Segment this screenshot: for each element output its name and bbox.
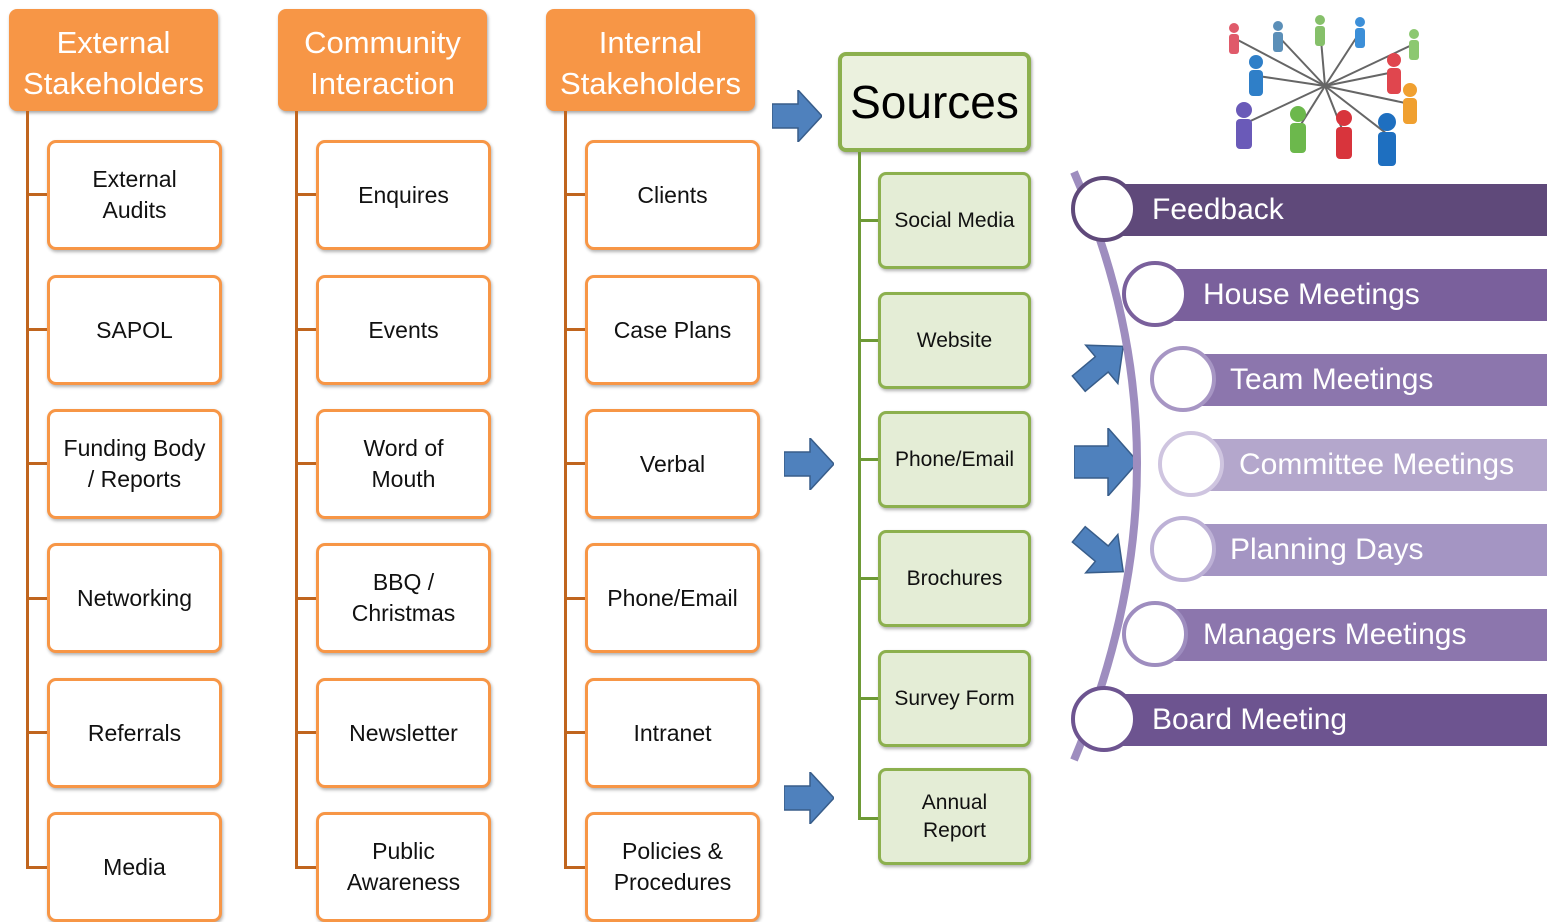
meeting-bar-planning-days: Planning Days bbox=[1184, 524, 1547, 576]
meeting-marker bbox=[1122, 601, 1188, 667]
connector-line bbox=[26, 193, 47, 196]
connector-line bbox=[564, 328, 585, 331]
node-newsletter: Newsletter bbox=[316, 678, 491, 788]
node-external-audits: External Audits bbox=[47, 140, 222, 250]
connector-line bbox=[858, 339, 878, 342]
connector-line bbox=[858, 697, 878, 700]
arrow-down-right-icon bbox=[1071, 525, 1125, 574]
connector-line bbox=[564, 462, 585, 465]
node-clients: Clients bbox=[585, 140, 760, 250]
connector-line bbox=[295, 193, 316, 196]
meeting-bar-team-meetings: Team Meetings bbox=[1184, 354, 1547, 406]
meeting-marker bbox=[1150, 516, 1216, 582]
source-phone-email: Phone/Email bbox=[878, 411, 1031, 508]
node-public-awareness: Public Awareness bbox=[316, 812, 491, 922]
connector-line bbox=[26, 328, 47, 331]
meeting-label: Team Meetings bbox=[1230, 363, 1434, 396]
node-policies-procedures: Policies & Procedures bbox=[585, 812, 760, 922]
connector-line bbox=[26, 866, 47, 869]
people-network-icon bbox=[1229, 15, 1419, 166]
connector-line bbox=[858, 458, 878, 461]
connector-line bbox=[295, 328, 316, 331]
meeting-bar-house-meetings: House Meetings bbox=[1156, 269, 1547, 321]
connector-line bbox=[26, 597, 47, 600]
column-header-community-interaction: Community Interaction bbox=[278, 9, 487, 111]
source-website: Website bbox=[878, 292, 1031, 389]
node-phone-email: Phone/Email bbox=[585, 543, 760, 653]
connector-line bbox=[295, 111, 298, 869]
source-survey-form: Survey Form bbox=[878, 650, 1031, 747]
node-verbal: Verbal bbox=[585, 409, 760, 519]
connector-line bbox=[295, 462, 316, 465]
meeting-bar-committee-meetings: Committee Meetings bbox=[1193, 439, 1547, 491]
connector-line bbox=[858, 817, 878, 820]
arrow-right-icon bbox=[784, 772, 834, 824]
node-bbq-christmas: BBQ / Christmas bbox=[316, 543, 491, 653]
meeting-bar-board-meeting: Board Meeting bbox=[1104, 694, 1547, 746]
meeting-marker bbox=[1158, 431, 1224, 497]
connector-line bbox=[564, 866, 585, 869]
connector-line bbox=[858, 219, 878, 222]
arrow-right-icon bbox=[772, 90, 822, 142]
meeting-label: House Meetings bbox=[1203, 278, 1420, 311]
connector-line bbox=[564, 731, 585, 734]
column-header-external-stakeholders: External Stakeholders bbox=[9, 9, 218, 111]
meeting-marker bbox=[1071, 686, 1137, 752]
arrow-right-icon bbox=[1074, 428, 1138, 496]
meeting-marker bbox=[1150, 346, 1216, 412]
meeting-label: Managers Meetings bbox=[1203, 618, 1467, 651]
meeting-bar-managers-meetings: Managers Meetings bbox=[1156, 609, 1547, 661]
connector-line bbox=[564, 597, 585, 600]
connector-line bbox=[26, 731, 47, 734]
node-case-plans: Case Plans bbox=[585, 275, 760, 385]
node-intranet: Intranet bbox=[585, 678, 760, 788]
connector-line bbox=[564, 193, 585, 196]
sources-header: Sources bbox=[838, 52, 1031, 152]
node-funding-body-reports: Funding Body / Reports bbox=[47, 409, 222, 519]
connector-line bbox=[26, 111, 29, 869]
meetings-curve bbox=[1070, 170, 1141, 762]
source-social-media: Social Media bbox=[878, 172, 1031, 269]
node-networking: Networking bbox=[47, 543, 222, 653]
column-header-internal-stakeholders: Internal Stakeholders bbox=[546, 9, 755, 111]
arrow-up-right-icon bbox=[1071, 344, 1125, 393]
node-media: Media bbox=[47, 812, 222, 922]
meeting-marker bbox=[1122, 261, 1188, 327]
meeting-marker bbox=[1071, 176, 1137, 242]
source-annual-report: Annual Report bbox=[878, 768, 1031, 865]
node-word-of-mouth: Word of Mouth bbox=[316, 409, 491, 519]
connector-line bbox=[564, 111, 567, 869]
connector-line bbox=[858, 152, 861, 820]
node-enquires: Enquires bbox=[316, 140, 491, 250]
meeting-label: Feedback bbox=[1152, 193, 1284, 226]
node-referrals: Referrals bbox=[47, 678, 222, 788]
connector-line bbox=[858, 577, 878, 580]
source-brochures: Brochures bbox=[878, 530, 1031, 627]
arrow-right-icon bbox=[784, 438, 834, 490]
meeting-label: Board Meeting bbox=[1152, 703, 1348, 736]
connector-line bbox=[26, 462, 47, 465]
meeting-bar-feedback: Feedback bbox=[1104, 184, 1547, 236]
connector-line bbox=[295, 866, 316, 869]
connector-line bbox=[295, 597, 316, 600]
node-sapol: SAPOL bbox=[47, 275, 222, 385]
node-events: Events bbox=[316, 275, 491, 385]
connector-line bbox=[295, 731, 316, 734]
meeting-label: Planning Days bbox=[1230, 533, 1424, 566]
meeting-label: Committee Meetings bbox=[1239, 448, 1515, 481]
